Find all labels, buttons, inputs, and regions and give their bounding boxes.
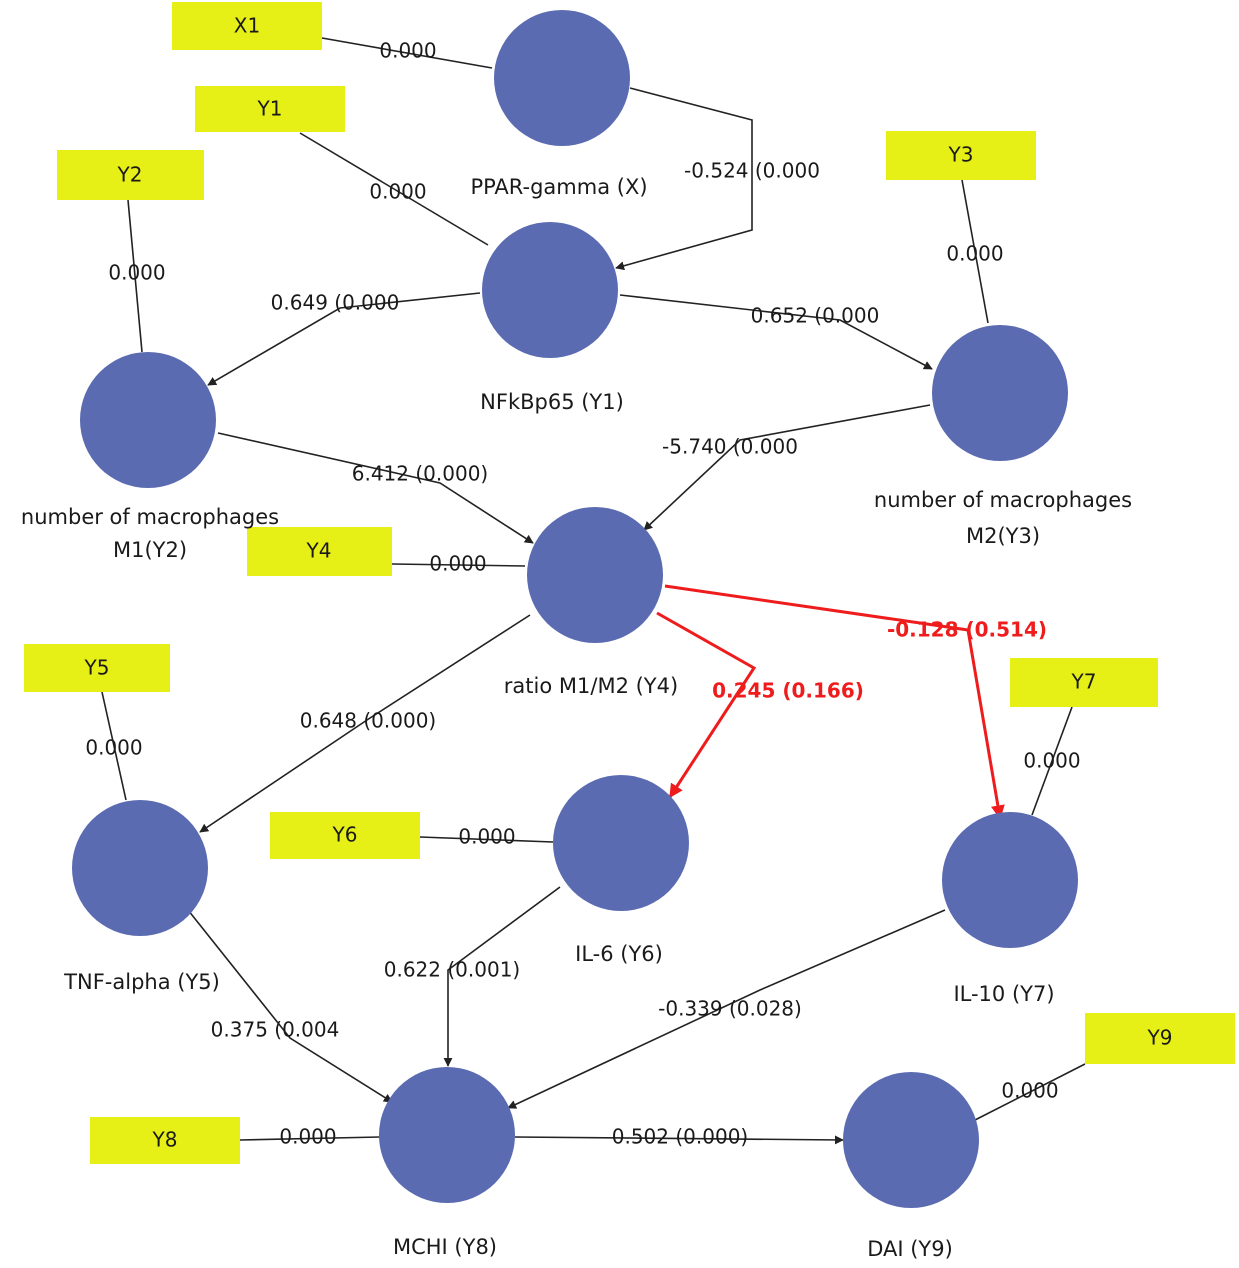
path-line-m2-ratio bbox=[643, 404, 931, 531]
indicator-box-y2 bbox=[57, 150, 204, 200]
latent-nodes bbox=[72, 10, 1078, 1208]
loading-label-y8: 0.000 bbox=[279, 1125, 336, 1149]
path-line-m1-ratio bbox=[217, 432, 534, 544]
node-label-mchi: MCHI (Y8) bbox=[393, 1235, 497, 1259]
loading-line-y1 bbox=[299, 132, 489, 246]
path-label-il6-mchi: 0.622 (0.001) bbox=[384, 958, 520, 982]
node-label-ratio-m1-m2: ratio M1/M2 (Y4) bbox=[504, 674, 678, 698]
loading-label-y5: 0.000 bbox=[85, 736, 142, 760]
path-label-ratio-il6: 0.245 (0.166) bbox=[712, 679, 864, 703]
node-ppar-gamma bbox=[494, 10, 630, 146]
path-line-il10-mchi bbox=[507, 909, 946, 1109]
indicator-box-y8 bbox=[90, 1117, 240, 1164]
loading-line-y6 bbox=[419, 836, 554, 843]
path-labels: -0.524 (0.000 0.649 (0.000 0.652 (0.000 … bbox=[211, 159, 1047, 1149]
path-label-m2-ratio: -5.740 (0.000 bbox=[662, 435, 798, 459]
path-line-ppar-nfkb bbox=[615, 87, 753, 271]
path-label-nfkb-m2: 0.652 (0.000 bbox=[751, 304, 880, 328]
path-line-nfkb-m1 bbox=[207, 292, 481, 386]
loading-label-x1: 0.000 bbox=[379, 39, 436, 63]
indicator-label-x1: X1 bbox=[234, 14, 260, 38]
indicator-box-y1 bbox=[195, 86, 345, 132]
indicator-box-x1 bbox=[172, 2, 322, 50]
indicator-label-y7: Y7 bbox=[1071, 670, 1097, 694]
node-labels: PPAR-gamma (X) NFkBp65 (Y1) number of ma… bbox=[21, 175, 1132, 1261]
loading-label-y1: 0.000 bbox=[369, 180, 426, 204]
indicator-label-y9: Y9 bbox=[1147, 1026, 1173, 1050]
loading-label-y2: 0.000 bbox=[108, 261, 165, 285]
indicator-box-y9 bbox=[1085, 1013, 1235, 1064]
node-macrophages-m1 bbox=[80, 352, 216, 488]
node-label-dai: DAI (Y9) bbox=[867, 1237, 953, 1261]
indicator-label-y2: Y2 bbox=[117, 163, 143, 187]
node-label-ppar-gamma: PPAR-gamma (X) bbox=[470, 175, 647, 199]
indicator-lines bbox=[101, 37, 1086, 1141]
indicator-box-y6 bbox=[270, 812, 420, 859]
path-label-nfkb-m1: 0.649 (0.000 bbox=[271, 291, 400, 315]
node-mchi bbox=[379, 1067, 515, 1203]
path-label-ratio-il10: -0.128 (0.514) bbox=[887, 618, 1047, 642]
node-dai bbox=[843, 1072, 979, 1208]
node-il6 bbox=[553, 775, 689, 911]
loading-line-y8 bbox=[239, 1136, 381, 1141]
path-label-tnf-mchi: 0.375 (0.004 bbox=[211, 1018, 340, 1042]
indicator-label-y3: Y3 bbox=[948, 143, 974, 167]
path-label-ratio-tnf: 0.648 (0.000) bbox=[300, 709, 436, 733]
node-tnf-alpha bbox=[72, 800, 208, 936]
path-line-ratio-il10 bbox=[664, 584, 1005, 820]
indicator-label-y4: Y4 bbox=[306, 539, 332, 563]
indicator-box-y3 bbox=[886, 131, 1036, 180]
loading-labels: 0.000 0.000 0.000 0.000 0.000 0.000 0.00… bbox=[85, 39, 1080, 1149]
path-lines bbox=[187, 87, 1005, 1145]
loading-line-y2 bbox=[127, 199, 143, 353]
path-label-ppar-nfkb: -0.524 (0.000 bbox=[684, 159, 820, 183]
node-nfkbp65 bbox=[482, 222, 618, 358]
node-ratio-m1-m2 bbox=[527, 507, 663, 643]
loading-label-y9: 0.000 bbox=[1001, 1079, 1058, 1103]
loading-line-y3 bbox=[961, 179, 989, 324]
loading-line-y7 bbox=[1031, 706, 1073, 816]
path-label-il10-mchi: -0.339 (0.028) bbox=[658, 997, 802, 1021]
node-label-il10: IL-10 (Y7) bbox=[953, 982, 1054, 1006]
indicator-box-y4 bbox=[247, 527, 392, 576]
node-label-il6: IL-6 (Y6) bbox=[575, 942, 663, 966]
path-line-tnf-mchi bbox=[187, 909, 393, 1103]
loading-label-y7: 0.000 bbox=[1023, 749, 1080, 773]
indicator-label-y5: Y5 bbox=[84, 656, 110, 680]
node-il10 bbox=[942, 812, 1078, 948]
indicator-labels: X1 Y1 Y2 Y3 Y4 Y5 Y6 Y7 Y8 Y9 bbox=[84, 14, 1173, 1152]
loading-line-x1 bbox=[321, 37, 493, 69]
path-line-il6-mchi bbox=[443, 886, 561, 1067]
node-label-macrophages-m1-line1: number of macrophages bbox=[21, 505, 279, 529]
indicator-label-y8: Y8 bbox=[152, 1128, 178, 1152]
node-label-macrophages-m2-line1: number of macrophages bbox=[874, 488, 1132, 512]
indicator-box-y5 bbox=[24, 644, 170, 692]
loading-line-y9 bbox=[974, 1063, 1086, 1121]
path-label-m1-ratio: 6.412 (0.000) bbox=[352, 462, 488, 486]
node-label-nfkbp65: NFkBp65 (Y1) bbox=[480, 390, 624, 414]
path-line-ratio-il6 bbox=[656, 611, 757, 799]
node-label-macrophages-m1-line2: M1(Y2) bbox=[113, 538, 187, 562]
path-line-ratio-tnf bbox=[199, 614, 531, 833]
loading-label-y4: 0.000 bbox=[429, 552, 486, 576]
loading-line-y5 bbox=[101, 691, 127, 801]
indicator-box-y7 bbox=[1010, 658, 1158, 707]
node-label-tnf-alpha: TNF-alpha (Y5) bbox=[63, 970, 220, 994]
indicator-boxes bbox=[24, 2, 1235, 1164]
node-macrophages-m2 bbox=[932, 325, 1068, 461]
path-line-nfkb-m2 bbox=[619, 294, 933, 370]
node-label-macrophages-m2-line2: M2(Y3) bbox=[966, 524, 1040, 548]
path-label-mchi-dai: 0.502 (0.000) bbox=[612, 1125, 748, 1149]
loading-line-y4 bbox=[391, 563, 526, 567]
loading-label-y3: 0.000 bbox=[946, 242, 1003, 266]
path-line-mchi-dai bbox=[514, 1135, 844, 1145]
indicator-label-y1: Y1 bbox=[257, 97, 283, 121]
indicator-label-y6: Y6 bbox=[332, 823, 358, 847]
loading-label-y6: 0.000 bbox=[458, 825, 515, 849]
